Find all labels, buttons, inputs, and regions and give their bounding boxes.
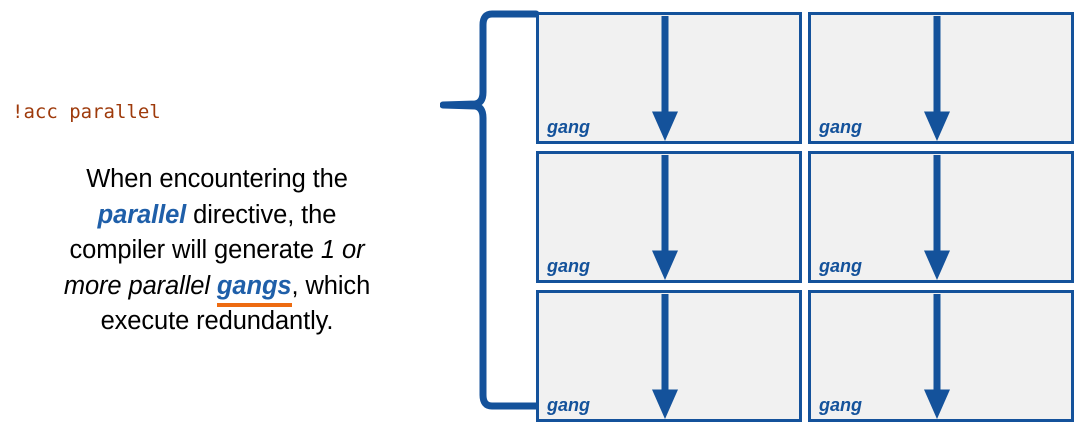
gang-box[interactable]: gang [808, 12, 1074, 144]
keyword-parallel: parallel [97, 200, 187, 229]
description-part-2: directive, the compiler will generate [69, 200, 337, 265]
code-directive-text: !acc parallel [12, 101, 161, 123]
left-curly-brace-icon [440, 10, 540, 410]
down-arrow-icon [651, 155, 679, 280]
keyword-gangs: gangs [216, 269, 292, 307]
emphasis-one-or-more-parallel: 1 or more parallel [63, 236, 365, 300]
brace-container [440, 0, 540, 432]
gang-box[interactable]: gang [536, 290, 802, 422]
gang-label: gang [547, 256, 590, 276]
down-arrow-icon [923, 155, 951, 280]
description-paragraph: When encountering the parallel directive… [62, 162, 372, 340]
gang-label: gang [819, 395, 862, 415]
down-arrow-icon [923, 16, 951, 141]
description-part-3: , which execute redundantly. [100, 271, 371, 336]
gang-grid: gang gang gang gang gang [536, 12, 1074, 424]
description-part-1: When encountering the [86, 165, 348, 193]
gang-box[interactable]: gang [536, 12, 802, 144]
left-explanation-panel: !acc parallel When encountering the para… [0, 0, 440, 432]
down-arrow-icon [923, 294, 951, 419]
gang-box[interactable]: gang [536, 151, 802, 283]
gang-box[interactable]: gang [808, 151, 1074, 283]
gang-box[interactable]: gang [808, 290, 1074, 422]
gang-label: gang [819, 117, 862, 137]
down-arrow-icon [651, 294, 679, 419]
gang-label: gang [819, 256, 862, 276]
down-arrow-icon [651, 16, 679, 141]
gang-label: gang [547, 117, 590, 137]
gang-label: gang [547, 395, 590, 415]
